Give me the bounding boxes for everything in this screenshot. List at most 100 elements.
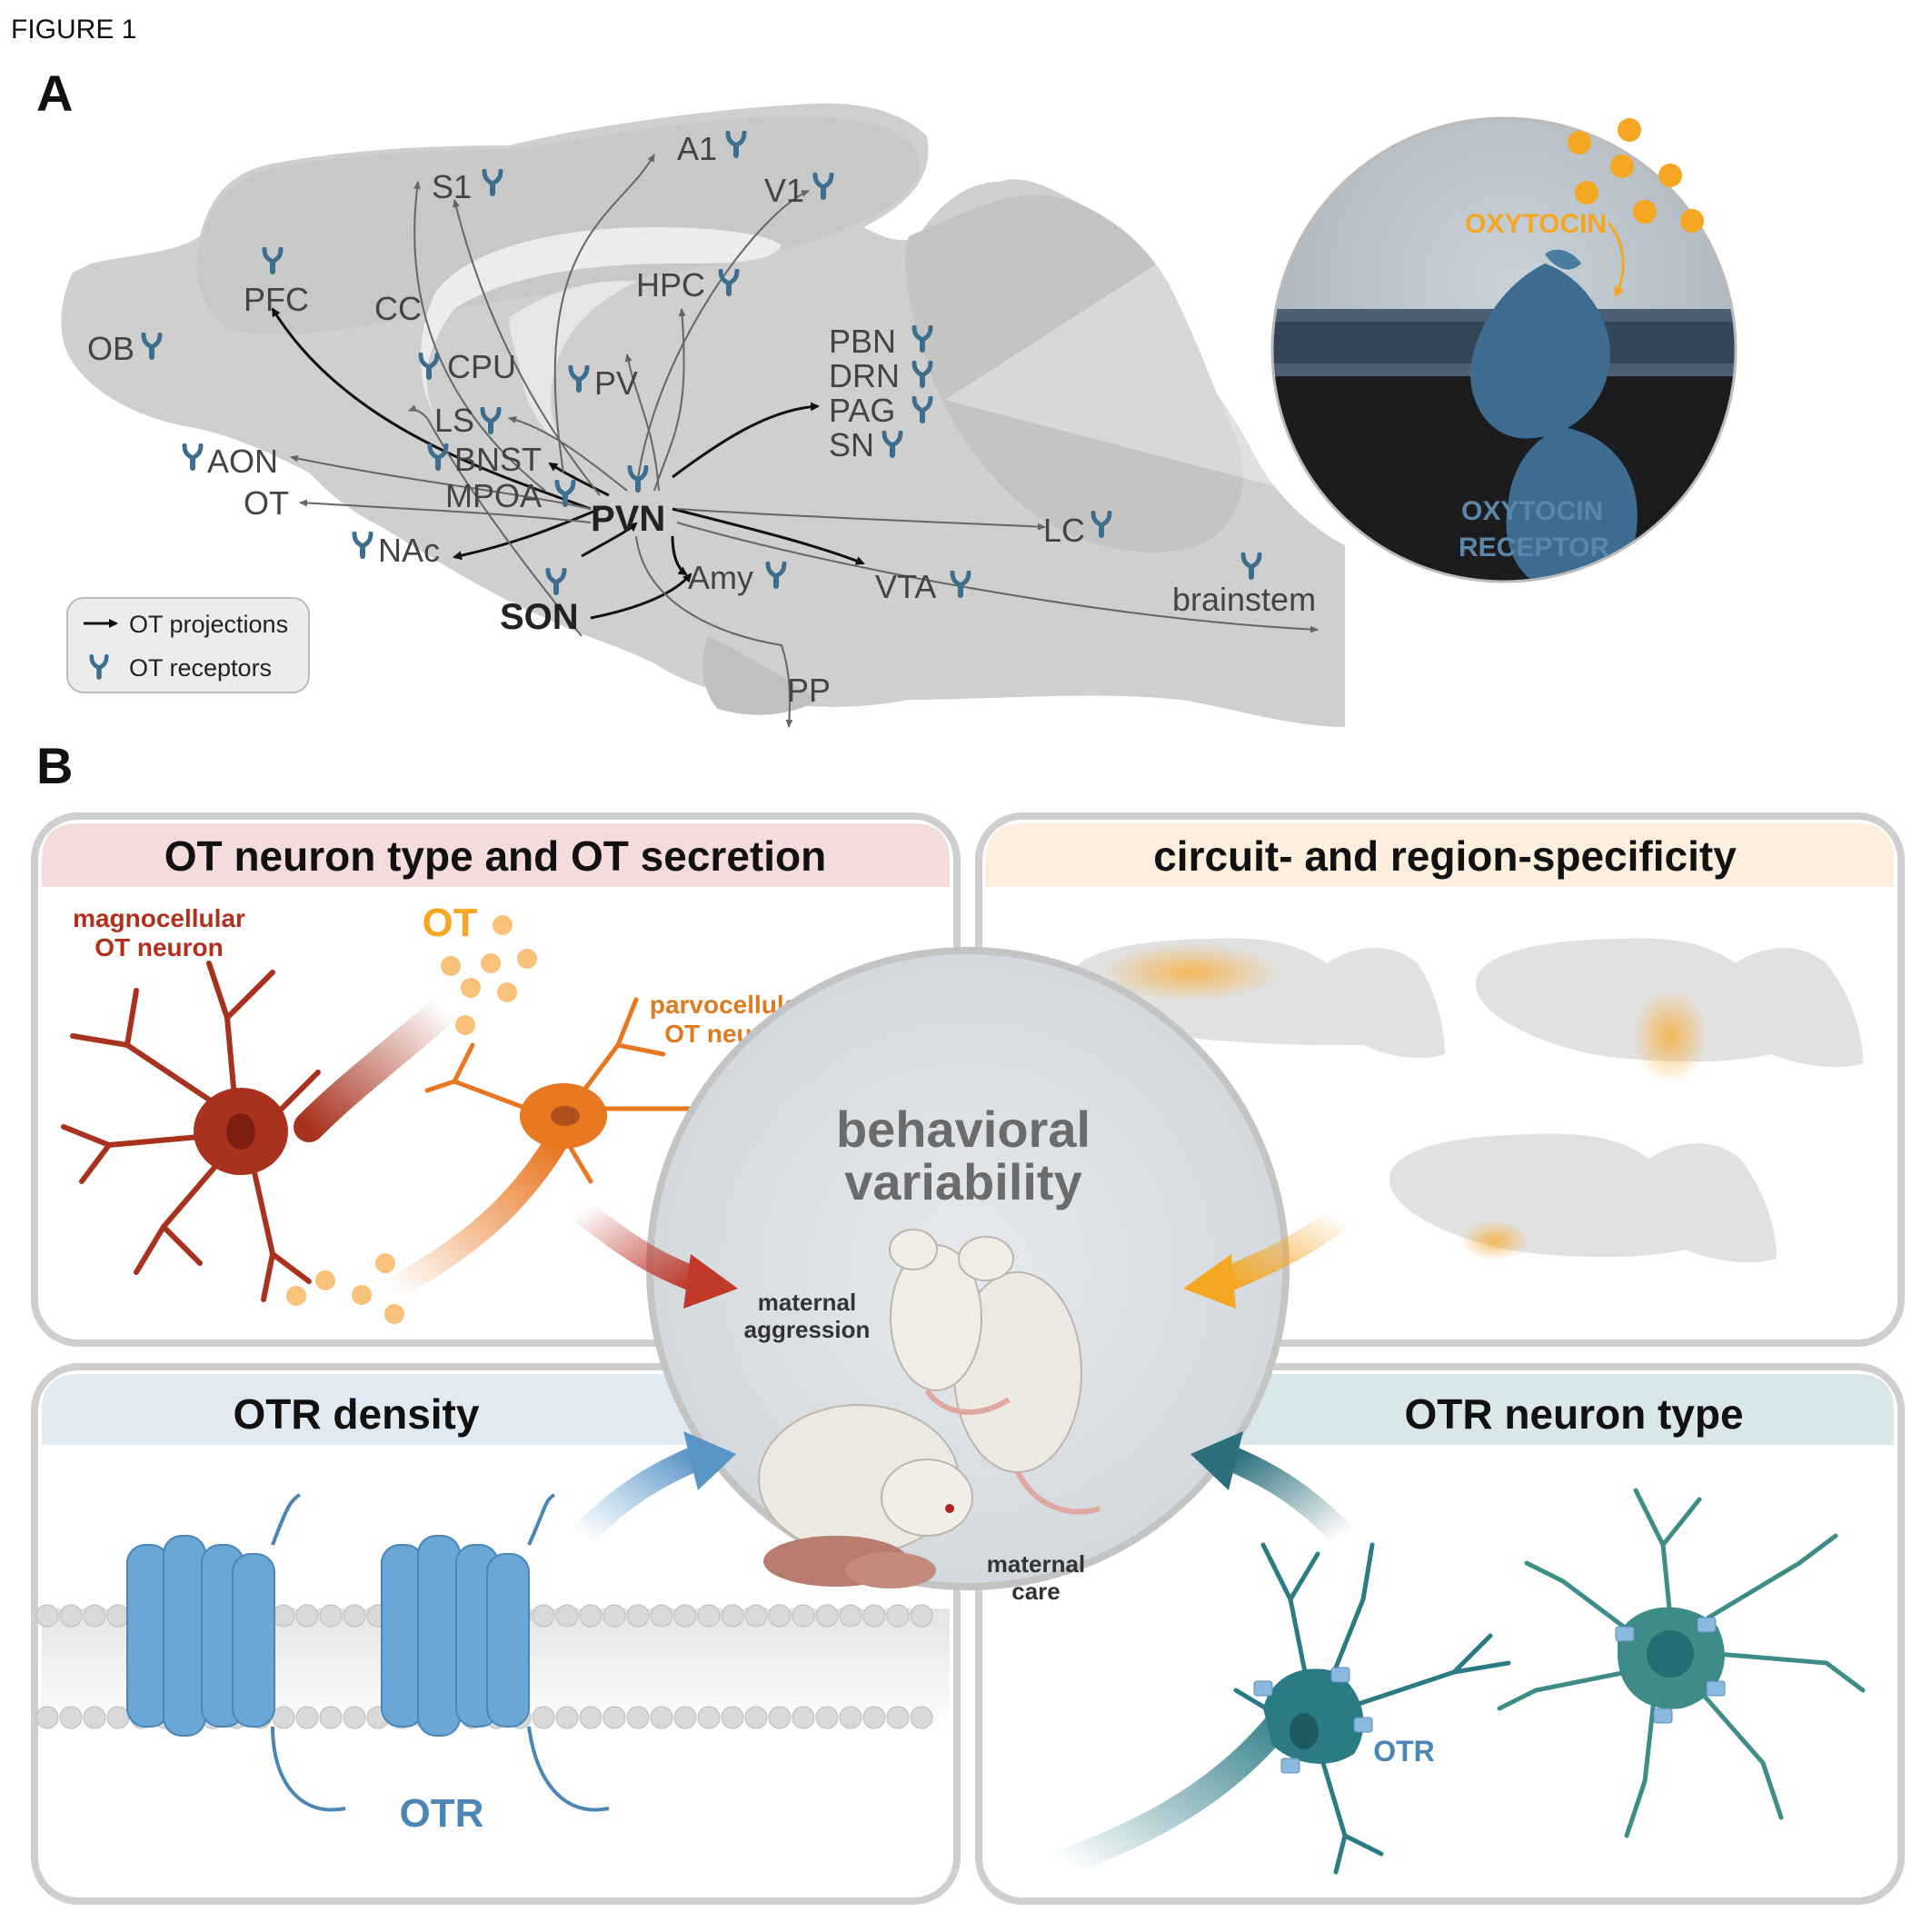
region-label-a1: A1 (677, 130, 717, 167)
lipid-head (343, 1706, 366, 1729)
region-label-nac: NAc (378, 532, 440, 569)
lipid-head (319, 1706, 343, 1729)
lipid-head (272, 1604, 295, 1628)
mini-brain-midbrain (1475, 938, 1863, 1083)
behavioral-title-line2: variability (844, 1153, 1081, 1210)
box-title-otr-density: OTR density (234, 1390, 480, 1438)
lipid-head (839, 1706, 862, 1729)
sagittal-brain (61, 103, 1346, 728)
region-label-hpc: HPC (636, 266, 705, 304)
lipid-head (59, 1604, 83, 1628)
lipid-head (295, 1706, 319, 1729)
box-title-ot-neuron-type: OT neuron type and OT secretion (164, 832, 826, 880)
lipid-head (910, 1604, 933, 1628)
region-label-pfc: PFC (244, 281, 309, 318)
magnocellular-label-line2: OT neuron (95, 933, 224, 961)
otr-label-density: OTR (400, 1791, 484, 1836)
rat-aggression-illustration (889, 1229, 1100, 1515)
lipid-head (744, 1604, 768, 1628)
lipid-head (862, 1706, 886, 1729)
receptor-icon (354, 533, 371, 559)
oxytocin-receptor-zoom: OXYTOCIN OXYTOCIN RECEPTOR (1270, 116, 1738, 583)
panel-a-letter: A (36, 65, 73, 122)
influence-arrows (573, 1200, 1353, 1545)
arrow-head-orange (1183, 1254, 1236, 1309)
arrow-head-teal (1190, 1431, 1243, 1490)
region-label-vta: VTA (875, 568, 936, 605)
oxytocin-receptor-label-line1: OXYTOCIN (1461, 496, 1603, 526)
lipid-head (721, 1604, 744, 1628)
panel-b-letter: B (36, 737, 73, 794)
lipid-head (910, 1706, 933, 1729)
lipid-head (532, 1706, 555, 1729)
maternal-aggression-line1: maternal (758, 1289, 856, 1316)
region-label-ob: OB (87, 330, 134, 367)
lipid-head (83, 1706, 106, 1729)
lipid-head (626, 1706, 650, 1729)
otr-neuron-pyramidal: OTR (1050, 1542, 1511, 1877)
region-label-sn: SN (829, 426, 874, 463)
otr-receptor-right (381, 1535, 530, 1737)
maternal-care-line2: care (1011, 1578, 1061, 1605)
region-label-brainstem: brainstem (1172, 581, 1316, 618)
otr-neuron-multipolar (1497, 1488, 1866, 1838)
lipid-head (815, 1706, 839, 1729)
region-label-pvn: PVN (591, 499, 665, 539)
lipid-head (35, 1604, 59, 1628)
region-label-bnst: BNST (454, 441, 542, 478)
region-label-s1: S1 (432, 168, 472, 205)
behavioral-variability-circle: behavioral variability maternal aggressi… (646, 947, 1290, 1605)
oxytocin-receptor-label-line2: RECEPTOR (1459, 533, 1609, 563)
magnocellular-label-line1: magnocellular (73, 904, 245, 932)
parvocellular-neuron (379, 997, 730, 1302)
lipid-head (697, 1706, 721, 1729)
region-label-cpu: CPU (447, 348, 516, 385)
box-title-otr-neuron-type: OTR neuron type (1404, 1390, 1743, 1438)
mini-brain-forebrain (1389, 1133, 1777, 1263)
lipid-head (272, 1706, 295, 1729)
lipid-head (792, 1706, 815, 1729)
lipid-head (650, 1604, 673, 1628)
lipid-head (343, 1604, 366, 1628)
maternal-care-line1: maternal (987, 1550, 1085, 1578)
lipid-head (603, 1706, 626, 1729)
lipid-head (555, 1706, 579, 1729)
otr-receptor-left (126, 1535, 275, 1737)
otr-markers (1253, 1667, 1373, 1774)
region-label-pag: PAG (829, 392, 895, 429)
otr-label-neuron: OTR (1373, 1735, 1435, 1768)
oxytocin-molecules (1568, 118, 1704, 233)
region-label-mpoa: MPOA (445, 477, 542, 514)
brain-region-labels: OB PFC S1 A1 V1 CC HPC CPU PV LS BNST MP… (87, 130, 1316, 709)
lipid-head (673, 1604, 697, 1628)
panel-a-legend: OT projections OT receptors (66, 597, 310, 693)
legend-projections-label: OT projections (129, 611, 288, 638)
lipid-head (673, 1706, 697, 1729)
behavioral-title-line1: behavioral (836, 1100, 1090, 1158)
rat-care-illustration (758, 1404, 973, 1588)
oxytocin-label: OXYTOCIN (1465, 209, 1607, 239)
lipid-head (721, 1706, 744, 1729)
region-label-cc: CC (374, 290, 422, 327)
lipid-head (768, 1706, 792, 1729)
box-title-circuit-region-specificity: circuit- and region-specificity (1153, 832, 1737, 880)
lipid-head (106, 1604, 130, 1628)
lipid-head (35, 1706, 59, 1729)
lipid-head (697, 1604, 721, 1628)
region-label-son: SON (500, 597, 579, 637)
region-label-pp: PP (787, 672, 831, 709)
region-label-aon: AON (207, 443, 278, 480)
region-label-drn: DRN (829, 357, 900, 394)
figure-label: FIGURE 1 (11, 15, 136, 45)
otr-markers (1615, 1617, 1726, 1724)
legend-receptors-label: OT receptors (129, 654, 272, 682)
lipid-head (886, 1604, 910, 1628)
legend-box (66, 597, 310, 693)
otr-tails (271, 1493, 610, 1812)
arrow-head-red (683, 1254, 738, 1309)
region-label-v1: V1 (764, 172, 804, 209)
zoom-wedge (945, 154, 1327, 500)
ot-projections (271, 154, 1319, 728)
ot-granules (286, 915, 537, 1324)
